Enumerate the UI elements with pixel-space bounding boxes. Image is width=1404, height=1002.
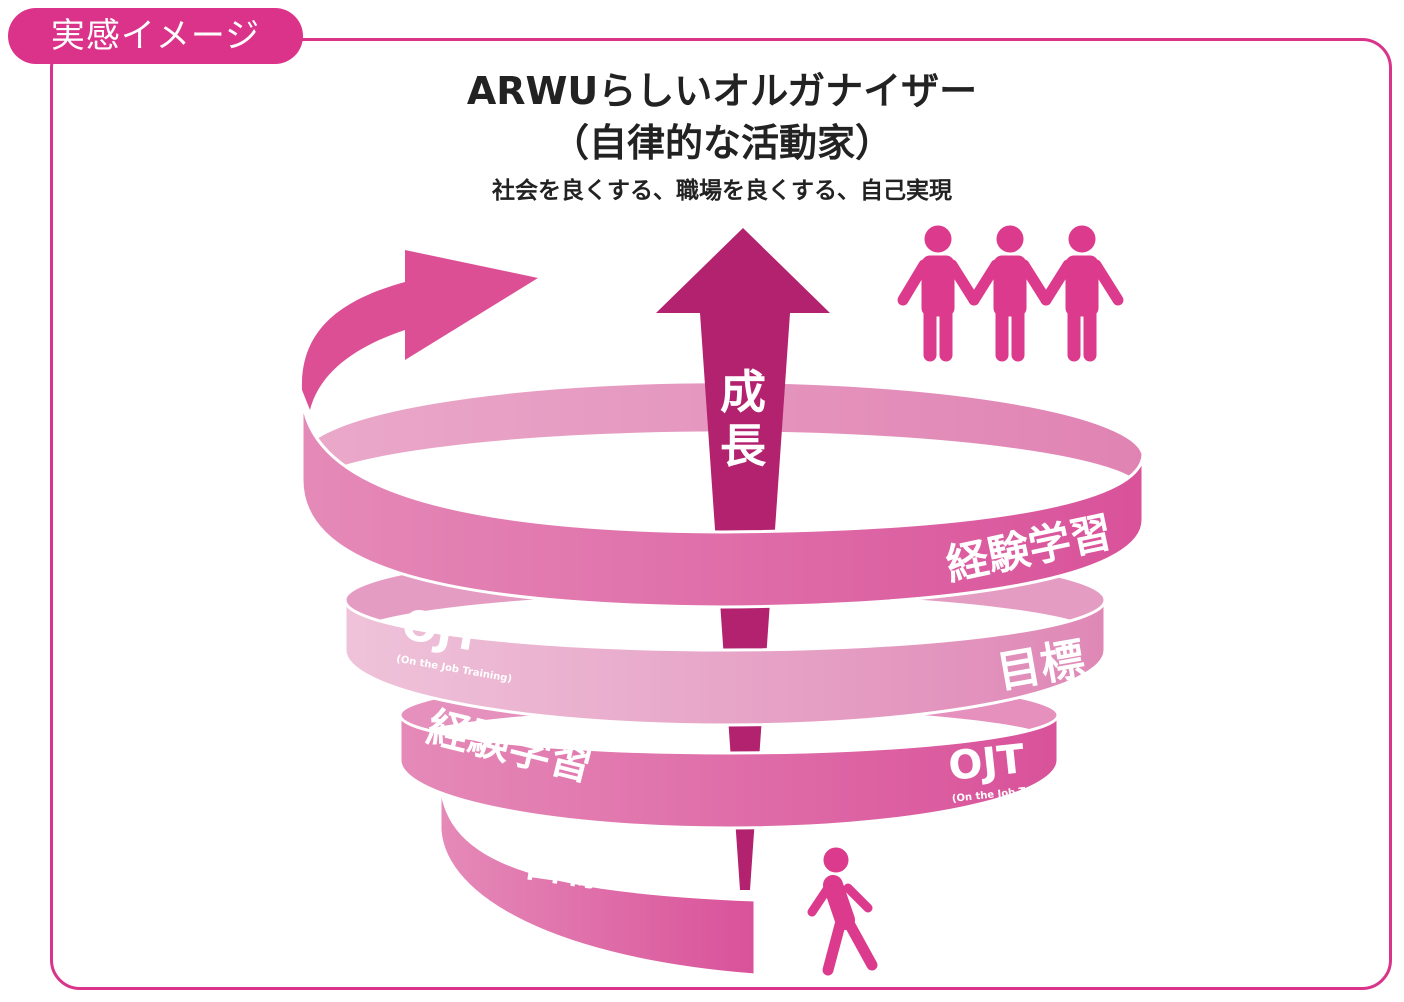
- walking-person-icon: [807, 847, 878, 976]
- spiral-curved-arrow: [301, 250, 538, 410]
- goal-title: ARWUらしいオルガナイザー: [466, 69, 978, 113]
- growth-label-1: 成: [720, 365, 766, 419]
- content-frame: [50, 38, 1392, 990]
- goal-title-sub: （自律的な活動家）: [550, 121, 893, 165]
- band-front-2: [343, 599, 1107, 727]
- growth-label-2: 長: [720, 419, 767, 473]
- band-label-goal-2: 目標: [521, 836, 611, 896]
- band-tail: [438, 769, 757, 977]
- section-tag: 実感イメージ: [8, 8, 303, 64]
- band-front-3: [398, 714, 1060, 830]
- people-group-icon: [897, 225, 1124, 362]
- band-front-1: [300, 389, 1145, 609]
- goal-subtitle: 社会を良くする、職場を良くする、自己実現: [492, 178, 952, 204]
- band-label-ojt-2: OJT: [946, 736, 1027, 790]
